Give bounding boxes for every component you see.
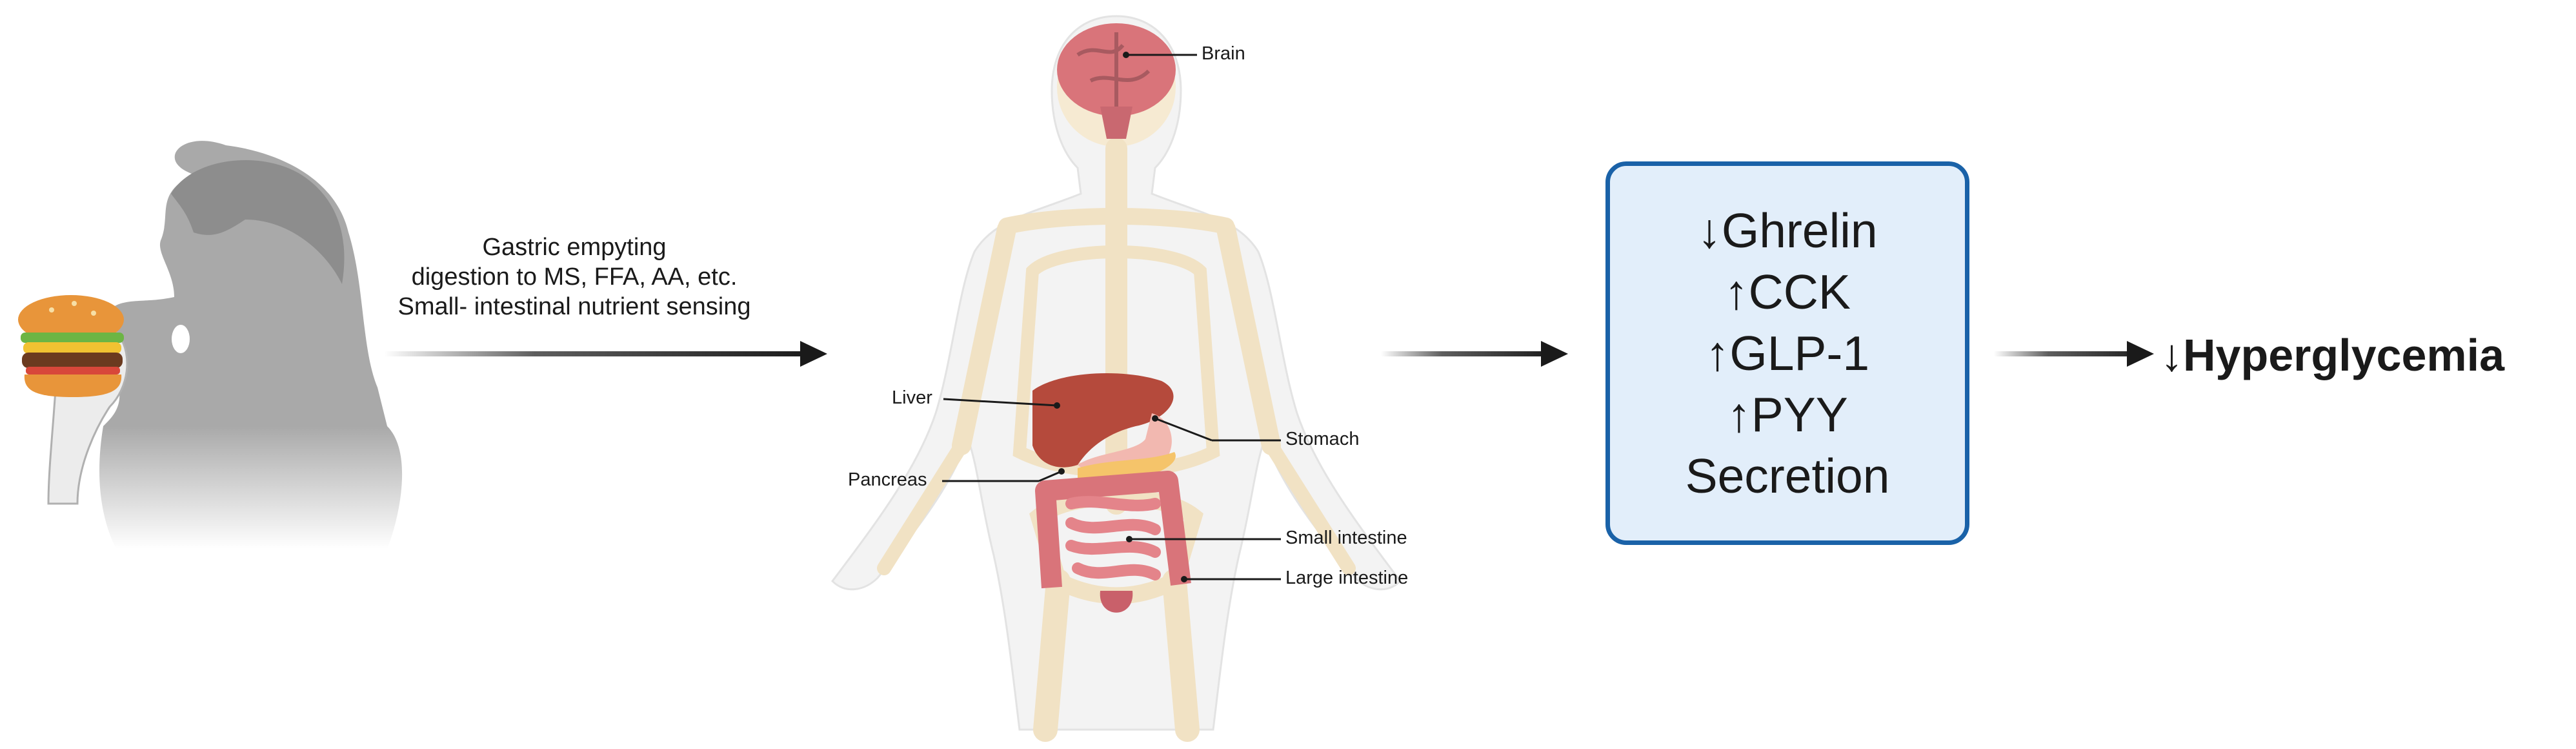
- secretion-label: Secretion: [1685, 448, 1890, 503]
- hormone-cck: ↑CCK: [1724, 264, 1851, 319]
- flow-arrow-3: [1994, 341, 2154, 367]
- hormone-glp1: ↑GLP-1: [1705, 325, 1870, 380]
- flow-arrow-1: [384, 341, 827, 367]
- process-line: digestion to MS, FFA, AA, etc.: [411, 263, 738, 291]
- flow-arrow-2: [1381, 341, 1568, 367]
- person-mouth: [172, 325, 190, 353]
- burger-icon: [18, 295, 124, 397]
- organ-leader-lines: [942, 54, 1281, 580]
- liver-organ: [1032, 373, 1174, 467]
- bladder-organ: [1100, 591, 1133, 613]
- process-line: Small- intestinal nutrient sensing: [397, 293, 751, 320]
- large-intestine-organ: [1035, 471, 1191, 589]
- brain-organ: [1057, 23, 1176, 139]
- stomach-label: Stomach: [1285, 429, 1360, 449]
- brain-label: Brain: [1202, 43, 1245, 64]
- large-intestine-label: Large intestine: [1285, 568, 1409, 588]
- body-anatomy-illustration: [831, 15, 1402, 742]
- small-intestine-organ: [1065, 496, 1161, 580]
- process-line: Gastric empyting: [482, 234, 667, 261]
- person-eating-illustration: [18, 141, 403, 549]
- pancreas-label: Pancreas: [848, 469, 927, 490]
- hormone-ghrelin: ↓Ghrelin: [1697, 203, 1878, 258]
- digestion-process-text: Gastric empyting digestion to MS, FFA, A…: [361, 232, 787, 322]
- hyperglycemia-outcome: ↓Hyperglycemia: [2160, 330, 2505, 380]
- hormone-secretion-box: ↓Ghrelin ↑CCK ↑GLP-1 ↑PYY Secretion: [1605, 161, 1969, 545]
- person-hair: [171, 159, 345, 284]
- organ-marker-dots: [1054, 52, 1187, 582]
- liver-label: Liver: [892, 387, 932, 408]
- hormone-pyy: ↑PYY: [1727, 387, 1848, 442]
- small-intestine-label: Small intestine: [1285, 528, 1407, 548]
